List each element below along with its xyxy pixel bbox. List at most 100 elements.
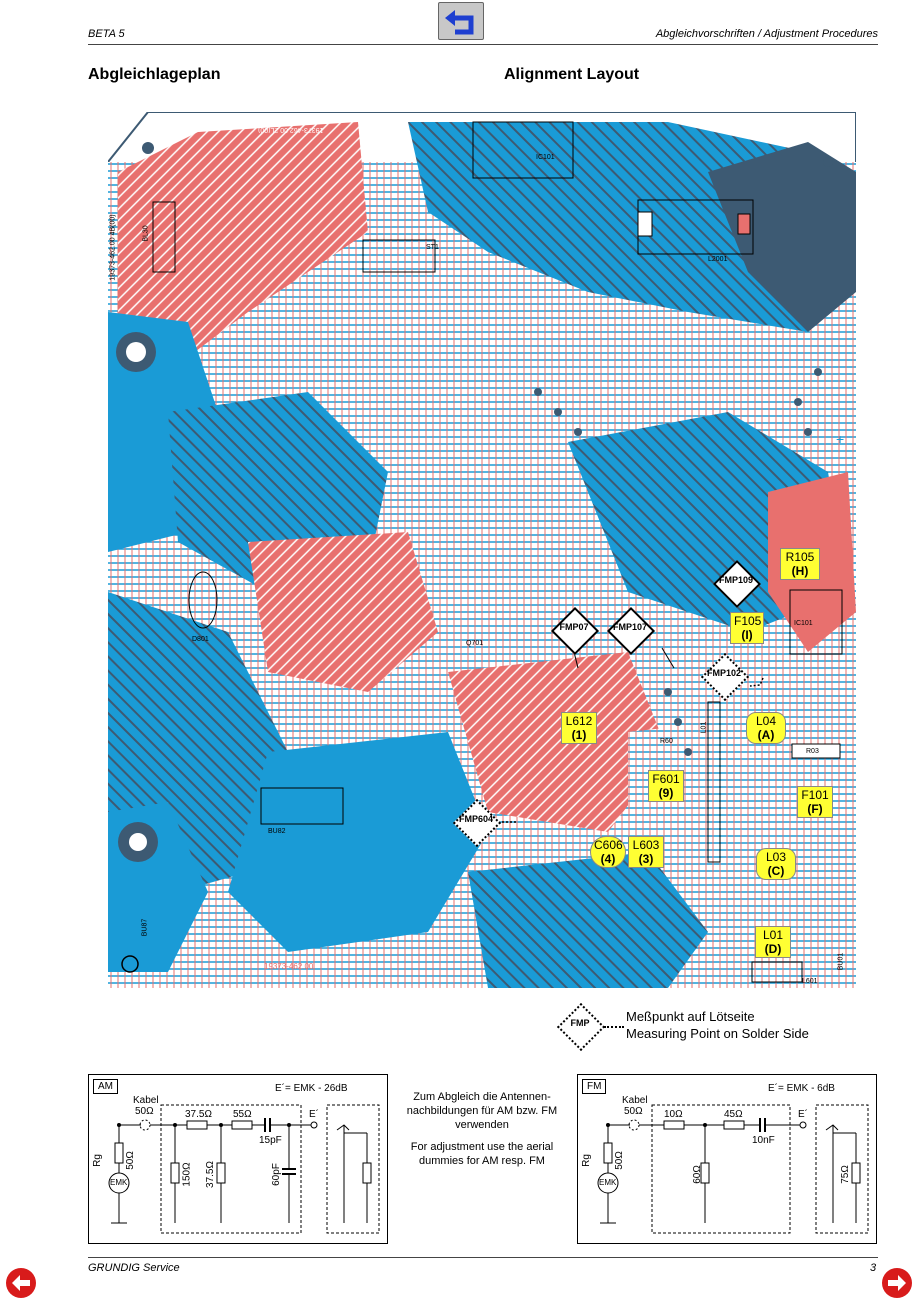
instruction-german: Zum Abgleich die Antennen-nachbildungen … [406, 1091, 558, 1131]
adjust-point-name: L603 [632, 838, 660, 852]
fm-rshunt1-value: 60Ω [691, 1165, 703, 1184]
back-button[interactable] [438, 2, 484, 40]
fmp-label: FMP07 [559, 622, 589, 632]
adjust-point-code: (F) [807, 802, 823, 816]
footer-left: GRUNDIG Service [88, 1262, 180, 1274]
panel-tag-am: AM [93, 1079, 118, 1094]
fm-kabel-value: 50Ω [624, 1106, 643, 1117]
am-rshunt1-value: 150Ω [181, 1162, 193, 1187]
am-rshunt2-value: 37.5Ω [204, 1161, 216, 1188]
adjust-point-l612[interactable]: L612 (1) [561, 712, 597, 744]
fm-formula: E´= EMK - 6dB [768, 1083, 835, 1094]
adjust-point-name: R105 [785, 550, 815, 564]
adjust-point-code: (1) [571, 728, 587, 742]
silk-label: BU82 [268, 828, 286, 835]
adjust-point-f105[interactable]: F105 (I) [730, 612, 764, 644]
measure-point-fmp604[interactable]: FMP604 [452, 798, 502, 848]
fm-kabel-label: Kabel [622, 1095, 648, 1106]
silk-label: L601 [802, 978, 818, 985]
fm-rshunt2-value: 75Ω [839, 1165, 851, 1184]
adjust-point-l01[interactable]: L01 (D) [755, 926, 791, 958]
return-arrow-icon [445, 10, 474, 35]
silk-label: R60 [660, 738, 673, 745]
adjust-point-name: L03 [765, 850, 787, 864]
fmp-label: FMP604 [458, 814, 493, 824]
silk-label: R03 [806, 748, 819, 755]
am-rg-value: 50Ω [124, 1151, 136, 1170]
adjust-point-r105[interactable]: R105 (H) [780, 548, 820, 580]
fm-e-mark: E´ [798, 1109, 808, 1120]
instruction-english: For adjustment use the aerial dummies fo… [410, 1141, 554, 1167]
fm-emk-label: EMK [599, 1178, 617, 1187]
page-number: 3 [870, 1262, 877, 1274]
adjust-point-code: (H) [791, 564, 809, 578]
am-schematic [108, 1104, 380, 1234]
header-right: Abgleichvorschriften / Adjustment Proced… [655, 28, 878, 40]
title-english: Alignment Layout [504, 66, 640, 83]
am-r2-value: 55Ω [233, 1109, 252, 1120]
am-kabel-label: Kabel [133, 1095, 159, 1106]
footer-rule [88, 1257, 878, 1258]
arrow-left-icon [12, 1275, 30, 1291]
fm-c1-value: 10nF [752, 1135, 775, 1146]
silk-label: L2001 [708, 256, 728, 263]
legend-fmp-symbol: FMP [556, 1002, 606, 1052]
silk-label: ST1 [426, 244, 439, 251]
silk-label: IC101 [794, 620, 813, 627]
title-german: Abgleichlageplan [88, 66, 221, 83]
adjust-point-name: L04 [755, 714, 777, 728]
adjust-point-l603[interactable]: L603 (3) [628, 836, 664, 868]
adjust-point-l04[interactable]: L04 (A) [746, 712, 786, 744]
fmp-label: FMP102 [706, 668, 741, 678]
header-rule [88, 44, 878, 45]
header-left: BETA 5 [88, 28, 125, 40]
svg-text:+: + [836, 431, 844, 447]
measure-point-fmp109[interactable]: FMP109 [712, 559, 762, 609]
silk-label: D801 [192, 636, 209, 643]
adjust-point-c606[interactable]: C606 (4) [590, 836, 626, 868]
am-formula: E´= EMK - 26dB [275, 1083, 348, 1094]
legend-text: Meßpunkt auf Lötseite Measuring Point on… [626, 1008, 809, 1042]
adjust-point-code: (I) [741, 628, 753, 642]
adjust-point-code: (A) [757, 728, 775, 742]
adjust-point-name: L01 [762, 928, 784, 942]
adjust-point-code: (C) [767, 864, 785, 878]
adjust-point-l03[interactable]: L03 (C) [756, 848, 796, 880]
silk-label: IC101 [536, 154, 555, 161]
adjust-point-f601[interactable]: F601 (9) [648, 770, 684, 802]
measure-point-fmp07[interactable]: FMP07 [550, 606, 600, 656]
am-r1-value: 37.5Ω [185, 1109, 212, 1120]
legend-dotted-line [604, 1026, 624, 1028]
fm-r1-value: 10Ω [664, 1109, 683, 1120]
measure-point-fmp102[interactable]: FMP102 [700, 652, 750, 702]
adjust-point-code: (9) [658, 786, 674, 800]
adjust-point-code: (4) [600, 852, 616, 866]
fm-rg-value: 50Ω [613, 1151, 625, 1170]
arrow-right-icon [888, 1275, 906, 1291]
adjust-point-name: L612 [565, 714, 593, 728]
fmp-connectors [498, 583, 764, 823]
next-page-button[interactable] [882, 1268, 912, 1298]
fm-rg-label: Rg [580, 1154, 592, 1167]
am-rg-label: Rg [91, 1154, 103, 1167]
adjust-point-name: F601 [652, 772, 680, 786]
am-cshunt-value: 60pF [270, 1163, 282, 1186]
fmp-label: FMP107 [612, 622, 647, 632]
silk-label: Q701 [466, 640, 484, 647]
measure-point-fmp107[interactable]: FMP107 [606, 606, 656, 656]
panel-tag-fm: FM [582, 1079, 607, 1094]
legend-line-english: Measuring Point on Solder Side [626, 1026, 809, 1041]
fmp-label: FMP109 [718, 575, 753, 585]
adjust-point-code: (3) [638, 852, 654, 866]
fm-aerial-dummy-panel: FM E´= EMK - 6dB Kabel 50Ω 10Ω 45Ω [577, 1074, 877, 1244]
silk-label: 19373-462.00 [264, 962, 314, 971]
adjust-point-f101[interactable]: F101 (F) [797, 786, 833, 818]
fm-schematic [597, 1104, 869, 1234]
adjust-point-code: (D) [764, 942, 782, 956]
previous-page-button[interactable] [6, 1268, 36, 1298]
am-c1-value: 15pF [259, 1135, 282, 1146]
adjust-point-name: C606 [594, 838, 623, 852]
am-aerial-dummy-panel: AM E´= EMK - 26dB Kabel 50 [88, 1074, 388, 1244]
am-emk-label: EMK [110, 1178, 128, 1187]
am-kabel-value: 50Ω [135, 1106, 154, 1117]
